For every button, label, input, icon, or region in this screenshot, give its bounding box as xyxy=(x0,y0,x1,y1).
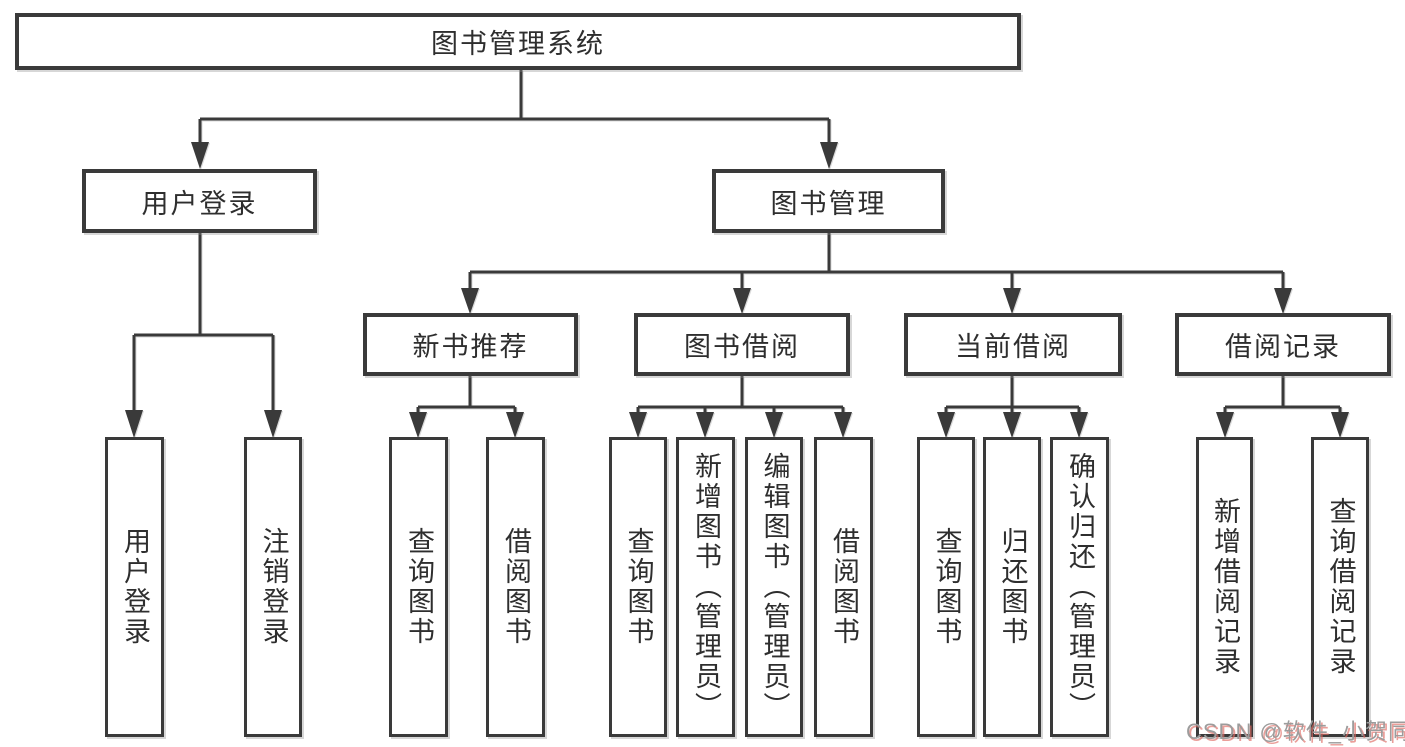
leaf-borrowing-add-books-admin: 新增图书（管理员） xyxy=(676,437,735,737)
leaf-current-query-books: 查询图书 xyxy=(917,437,975,737)
connector-stems xyxy=(132,70,1342,416)
leaf-records-add-record: 新增借阅记录 xyxy=(1196,437,1253,737)
leaf-borrowing-query-books: 查询图书 xyxy=(609,437,667,737)
leaf-newbook-borrow-books: 借阅图书 xyxy=(486,437,545,737)
leaf-borrowing-borrow-books: 借阅图书 xyxy=(814,437,873,737)
node-user-login: 用户登录 xyxy=(82,169,317,233)
node-new-book-recommend: 新书推荐 xyxy=(363,313,578,376)
leaf-records-query-record: 查询借阅记录 xyxy=(1311,437,1369,737)
leaf-newbook-query-books: 查询图书 xyxy=(389,437,448,737)
leaf-logout: 注销登录 xyxy=(244,437,302,737)
leaf-current-return-books: 归还图书 xyxy=(983,437,1041,737)
csdn-watermark: CSDN @软件_小贺同学 xyxy=(1186,719,1405,744)
node-book-borrowing: 图书借阅 xyxy=(634,313,850,376)
leaf-borrowing-edit-books-admin: 编辑图书（管理员） xyxy=(745,437,803,737)
node-book-management: 图书管理 xyxy=(712,169,945,233)
node-current-borrowing: 当前借阅 xyxy=(904,313,1122,376)
node-root-library-system: 图书管理系统 xyxy=(15,13,1021,70)
arrowheads xyxy=(125,142,1349,438)
leaf-current-confirm-return-admin: 确认归还（管理员） xyxy=(1050,437,1109,737)
leaf-user-login: 用户登录 xyxy=(105,437,164,737)
node-borrowing-records: 借阅记录 xyxy=(1175,313,1391,376)
